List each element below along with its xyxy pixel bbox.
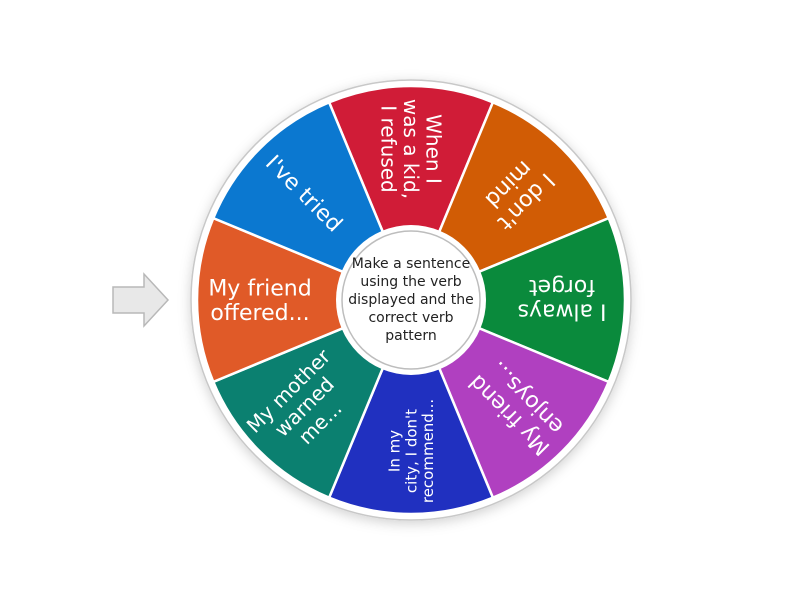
- wheel-hub-instruction: Make a sentence using the verb displayed…: [348, 256, 474, 344]
- wheel-segment-label: In mycity, I don'trecommend...: [385, 399, 437, 503]
- wheel-segment-label: I alwaysforget: [517, 274, 606, 324]
- wheel-segment: I alwaysforget: [407, 216, 627, 384]
- wheel-segment: In mycity, I don'trecommend...: [327, 296, 495, 516]
- wheel-segment: When Iwas a kid,I refused: [327, 84, 495, 304]
- arrow-right-icon: [112, 272, 170, 328]
- wheel-hub[interactable]: [341, 230, 481, 370]
- wheel-segment-label: When Iwas a kid,I refused: [377, 99, 446, 199]
